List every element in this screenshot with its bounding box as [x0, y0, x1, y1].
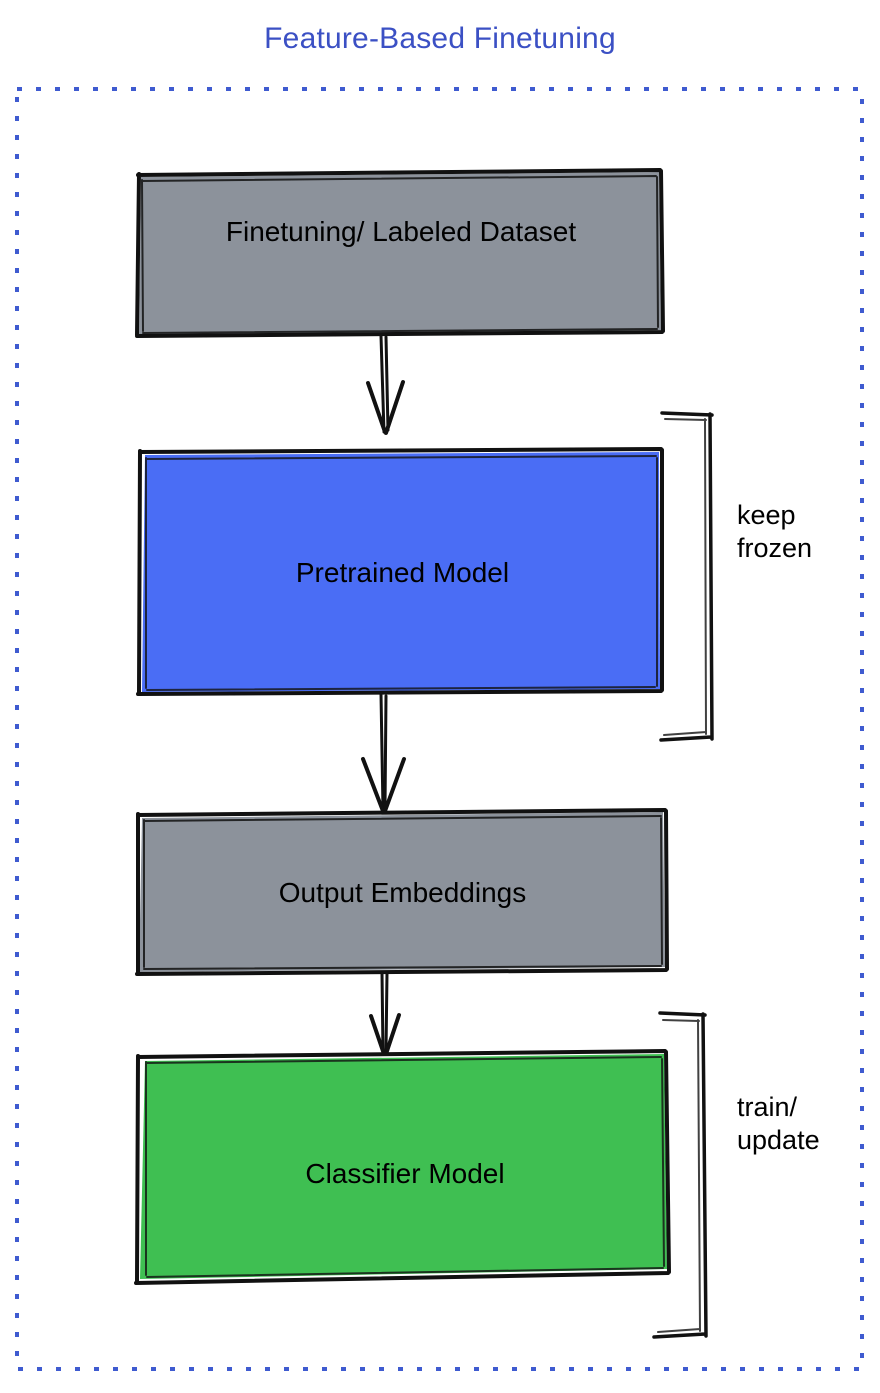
node-dataset[interactable] [135, 168, 665, 338]
node-embeddings[interactable] [135, 808, 669, 976]
node-dataset-outline [135, 168, 665, 338]
annotation-train-update-line-2: update [737, 1125, 820, 1155]
page-title: Feature-Based Finetuning [264, 22, 616, 55]
node-classifier-outline-sketch [145, 1056, 665, 1278]
node-dataset-fill [139, 172, 661, 335]
edge-embeddings-to-classifier [369, 971, 401, 1056]
node-embeddings-outline-sketch [143, 815, 663, 970]
bracket-keep-frozen [659, 411, 714, 742]
bracket-train-update [652, 1011, 708, 1339]
node-embeddings-outline [135, 808, 669, 976]
annotation-train-update-line-1: train/ [737, 1092, 798, 1122]
node-embeddings-label: Output Embeddings [278, 877, 527, 908]
node-classifier-fill [140, 1054, 667, 1279]
node-pretrained-outline-sketch [145, 455, 658, 691]
edge-pretrained-to-embeddings [361, 692, 406, 813]
annotation-keep-frozen-line-2: frozen [737, 533, 813, 563]
node-pretrained-outline [136, 447, 664, 696]
edge-dataset-to-pretrained [366, 334, 405, 435]
node-embeddings-fill [139, 812, 665, 972]
node-pretrained[interactable] [136, 447, 664, 696]
node-classifier[interactable] [134, 1049, 671, 1285]
node-classifier-label: Classifier Model [305, 1158, 505, 1189]
node-pretrained-label: Pretrained Model [295, 557, 510, 588]
node-dataset-label: Finetuning/ Labeled Dataset [225, 216, 577, 247]
annotation-keep-frozen-line-1: keep [737, 500, 796, 530]
node-classifier-outline [134, 1049, 671, 1285]
outer-frame [15, 87, 864, 1371]
node-pretrained-fill [142, 452, 660, 692]
node-dataset-outline-sketch [141, 175, 659, 334]
